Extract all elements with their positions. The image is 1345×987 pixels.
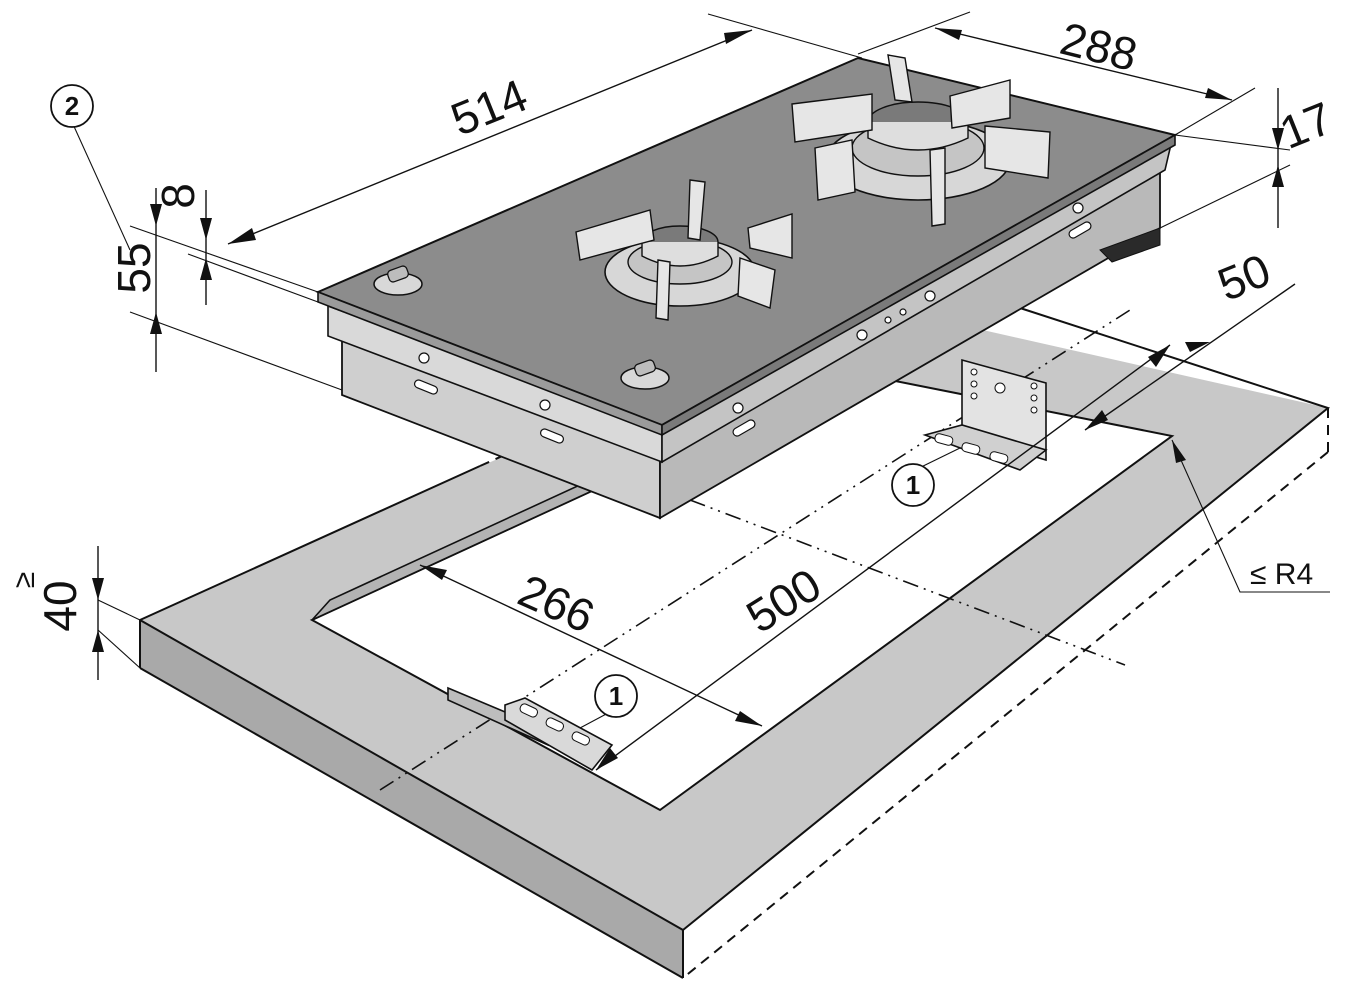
dim-514: 514 xyxy=(444,69,535,146)
callout-1-front: 1 xyxy=(594,674,638,718)
centre-lines xyxy=(379,309,1131,791)
dimension-lines xyxy=(71,11,1330,771)
dim-266: 266 xyxy=(511,564,602,643)
svg-text:2: 2 xyxy=(65,91,79,121)
burner-small xyxy=(575,179,793,321)
dim-500: 500 xyxy=(737,558,830,643)
dim-50: 50 xyxy=(1211,243,1278,310)
dim-8: 8 xyxy=(152,183,204,209)
bracket-front xyxy=(447,686,614,772)
callout-1-rear: 1 xyxy=(891,463,935,507)
svg-text:1: 1 xyxy=(906,470,920,500)
dimension-labels: 514 288 8 55 17 50 266 500 40 ≥ ≤ R4 xyxy=(8,12,1339,643)
worktop-front-edge xyxy=(140,620,683,978)
worktop-top-face xyxy=(140,300,1328,930)
control-knob-left xyxy=(373,265,423,296)
dim-r4: ≤ R4 xyxy=(1250,558,1313,591)
control-knob-front xyxy=(620,359,670,390)
callout-2: 2 xyxy=(50,84,94,128)
svg-text:1: 1 xyxy=(609,681,623,711)
dim-288: 288 xyxy=(1055,12,1142,81)
dim-40-min-symbol: ≥ xyxy=(8,572,41,588)
burner-large xyxy=(791,54,1051,227)
hob xyxy=(315,54,1178,520)
dim-40: 40 xyxy=(34,580,86,631)
dim-55: 55 xyxy=(108,242,160,293)
